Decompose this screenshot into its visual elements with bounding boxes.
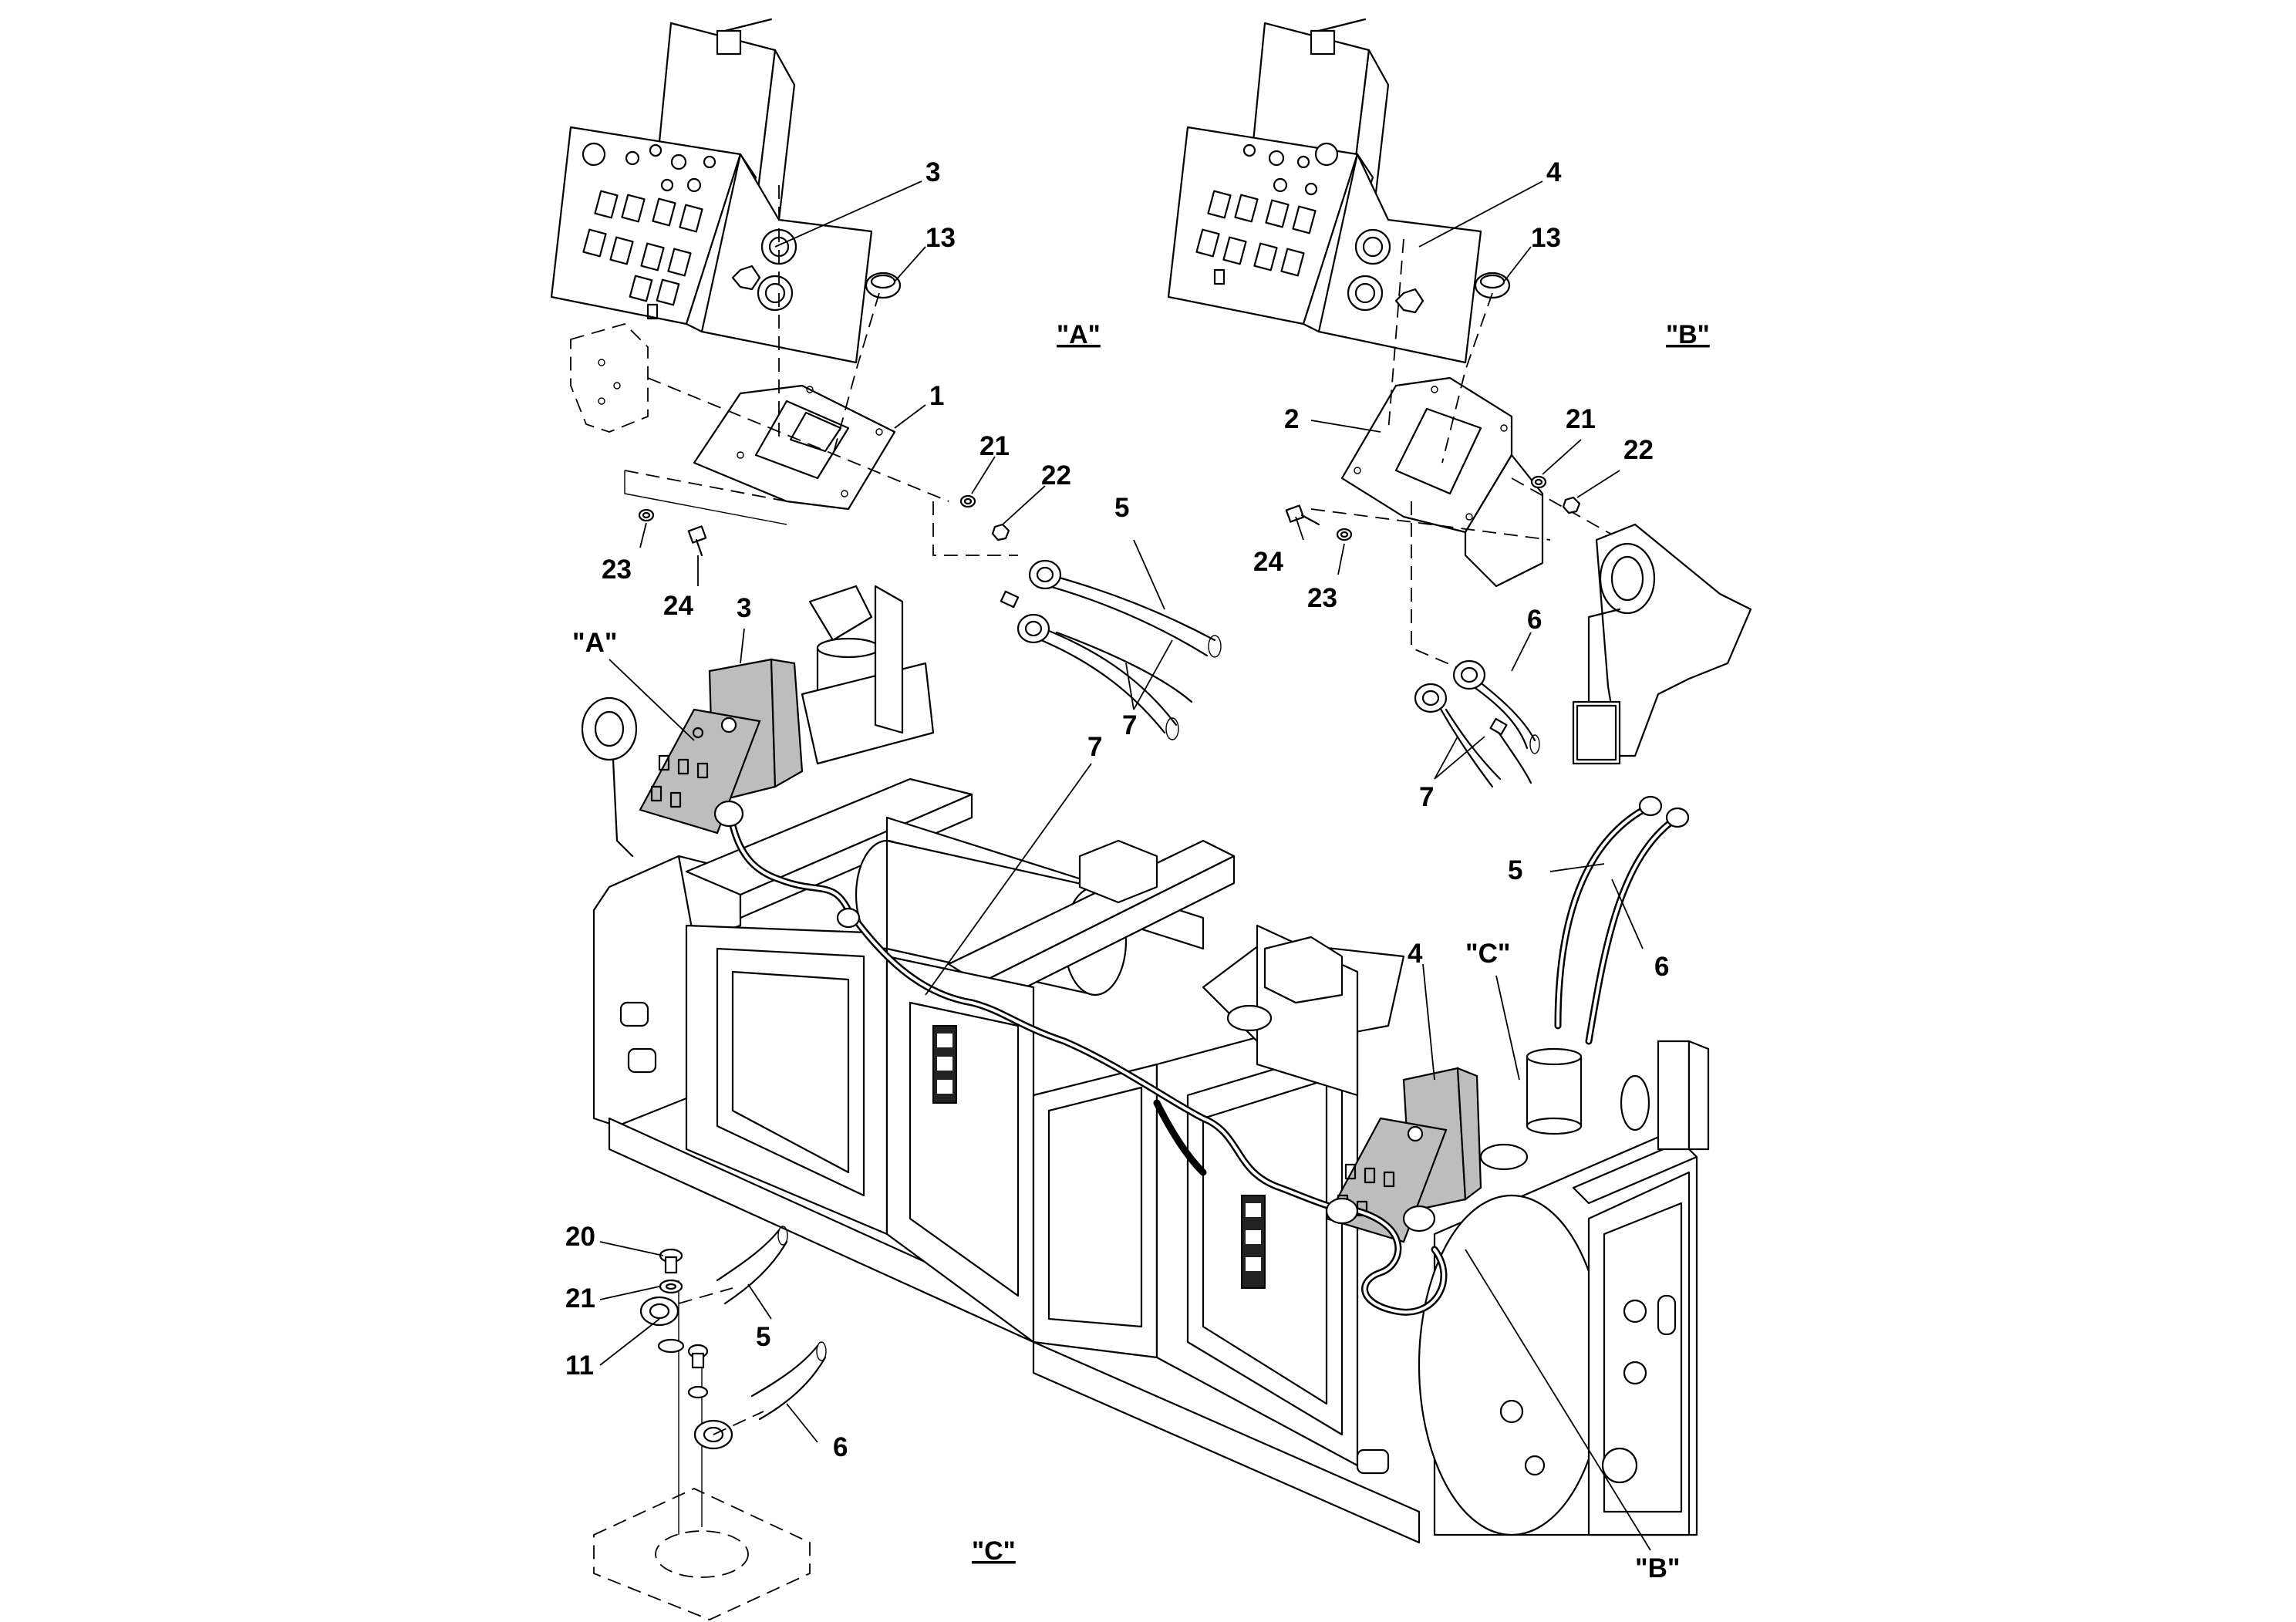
callout-4-view-b: 4 bbox=[1546, 157, 1562, 187]
mounting-frame-2 bbox=[1310, 238, 1636, 672]
callout-20-view-c: 20 bbox=[565, 1222, 595, 1252]
bolt-20 bbox=[659, 1248, 683, 1274]
control-panel-4 bbox=[1167, 18, 1482, 364]
callout-1-view-a: 1 bbox=[929, 381, 944, 411]
callout-5-main: 5 bbox=[1508, 855, 1522, 885]
callout-3-main: 3 bbox=[737, 593, 751, 623]
cable-7-end-a bbox=[1000, 590, 1193, 740]
callout-23-view-a: 23 bbox=[602, 555, 632, 585]
cable-5-end-a bbox=[1028, 559, 1222, 658]
mounting-frame-1 bbox=[624, 185, 1018, 556]
screw-24-a bbox=[687, 525, 707, 557]
harness-cable-5 bbox=[1554, 795, 1663, 1030]
connector-block-right bbox=[1241, 1195, 1266, 1289]
callout-6-main: 6 bbox=[1654, 952, 1669, 982]
view-title-a: "A" bbox=[1057, 320, 1101, 349]
callout-b-ref-main: "B" bbox=[1635, 1553, 1680, 1583]
callout-23-view-b: 23 bbox=[1307, 583, 1337, 613]
washer-23-b bbox=[1336, 528, 1353, 541]
callout-7-view-a: 7 bbox=[1122, 710, 1137, 740]
harness-cable-7 bbox=[713, 800, 1448, 1316]
view-title-c: "C" bbox=[972, 1536, 1016, 1566]
callout-22-view-a: 22 bbox=[1041, 460, 1071, 491]
callout-7-view-b: 7 bbox=[1419, 782, 1434, 812]
callout-24-view-a: 24 bbox=[663, 591, 693, 621]
callout-22-view-b: 22 bbox=[1623, 435, 1654, 465]
callout-4-main: 4 bbox=[1408, 939, 1423, 969]
callout-6-view-c: 6 bbox=[833, 1432, 848, 1462]
junction-box-top bbox=[1078, 839, 1344, 1032]
callout-21-view-b: 21 bbox=[1566, 404, 1596, 434]
steering-unit-a bbox=[801, 585, 935, 765]
view-b-detail bbox=[1167, 18, 1752, 788]
clamp-11 bbox=[639, 1296, 685, 1354]
nut-22-b bbox=[1562, 496, 1581, 514]
pivot-bracket-b bbox=[1572, 523, 1752, 765]
callout-3-view-a: 3 bbox=[925, 157, 940, 187]
washer-21-c bbox=[659, 1279, 683, 1294]
callout-21-view-c: 21 bbox=[565, 1283, 595, 1313]
connector-block-left bbox=[932, 1025, 957, 1104]
screw-24-b bbox=[1285, 504, 1320, 526]
callout-24-view-b: 24 bbox=[1253, 547, 1283, 577]
base-plate bbox=[593, 1280, 811, 1620]
harness-cable-6 bbox=[1585, 807, 1690, 1045]
callout-a-ref-main: "A" bbox=[572, 628, 617, 658]
view-c-detail bbox=[593, 1226, 827, 1620]
washer-23-a bbox=[638, 508, 655, 522]
pivot-bracket-a bbox=[581, 696, 638, 858]
callout-11-view-c: 11 bbox=[565, 1351, 594, 1381]
callout-13-view-a: 13 bbox=[925, 223, 956, 253]
washer-21-b bbox=[1530, 475, 1547, 489]
hose-5-c bbox=[678, 1226, 788, 1305]
callout-21-view-a: 21 bbox=[979, 431, 1010, 461]
washer-21-a bbox=[959, 494, 976, 508]
leader-lines bbox=[599, 180, 1651, 1551]
callout-7-main: 7 bbox=[1087, 732, 1102, 762]
steering-unit-b bbox=[1479, 1047, 1583, 1171]
cable-6-end-b bbox=[1452, 659, 1540, 754]
control-panel-3 bbox=[550, 18, 873, 364]
knob-13 bbox=[865, 271, 902, 299]
callout-6-view-b: 6 bbox=[1527, 605, 1542, 635]
callout-c-ref-main: "C" bbox=[1465, 939, 1510, 969]
clamp-11-second bbox=[687, 1344, 733, 1450]
view-title-b: "B" bbox=[1666, 320, 1710, 349]
callout-5-view-a: 5 bbox=[1114, 493, 1129, 523]
hose-6-c bbox=[713, 1341, 827, 1435]
nut-22-a bbox=[991, 523, 1010, 541]
callout-13-view-b: 13 bbox=[1531, 223, 1561, 253]
main-chassis bbox=[581, 585, 1710, 1544]
callout-2-view-b: 2 bbox=[1284, 404, 1299, 434]
cable-7-end-b bbox=[1414, 683, 1532, 788]
main-control-box-3 bbox=[639, 658, 804, 835]
view-a-detail bbox=[550, 18, 1222, 740]
callout-5-view-c: 5 bbox=[756, 1322, 770, 1352]
side-bracket bbox=[570, 322, 649, 433]
